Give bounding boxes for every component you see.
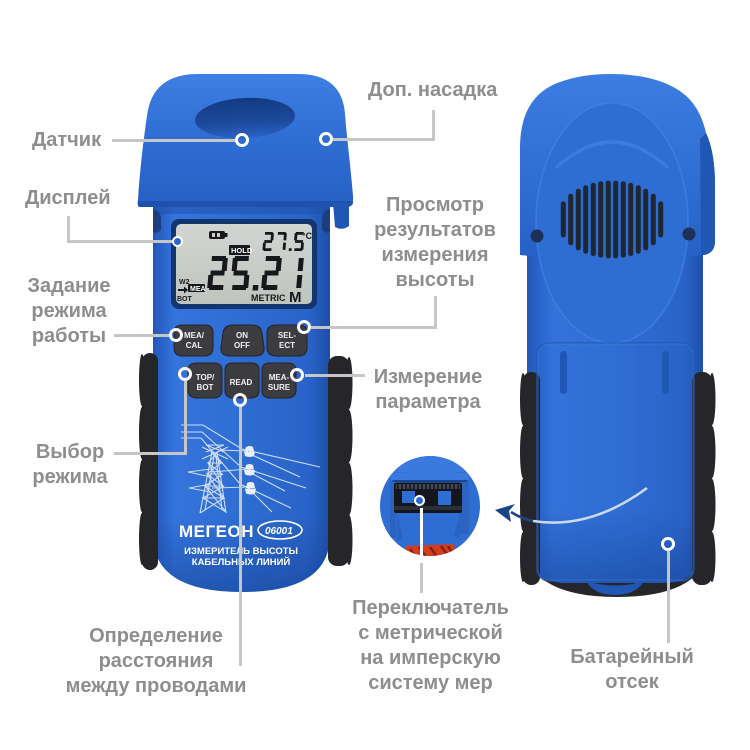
- svg-text:METRIC: METRIC: [251, 293, 286, 303]
- svg-text:W2: W2: [179, 279, 190, 286]
- svg-text:CAL: CAL: [186, 341, 203, 350]
- svg-text:TOP/: TOP/: [196, 373, 215, 382]
- svg-text:МЕГЕОН: МЕГЕОН: [179, 522, 254, 541]
- svg-text:HOLD: HOLD: [231, 246, 253, 255]
- svg-text:MEA: MEA: [190, 286, 206, 293]
- svg-text:ECT: ECT: [279, 341, 295, 350]
- svg-text:OFF: OFF: [234, 341, 250, 350]
- svg-text:ON: ON: [236, 331, 248, 340]
- svg-text:SEL-: SEL-: [278, 331, 297, 340]
- svg-text:READ: READ: [230, 378, 253, 387]
- svg-text:SURE: SURE: [268, 383, 291, 392]
- svg-text:MEA/: MEA/: [184, 331, 205, 340]
- svg-text:MEA-: MEA-: [269, 373, 290, 382]
- svg-text:M: M: [289, 289, 302, 306]
- svg-text:°C: °C: [302, 231, 313, 241]
- svg-text:06001: 06001: [265, 526, 293, 537]
- svg-text:BOT: BOT: [177, 296, 193, 303]
- svg-text:BOT: BOT: [197, 383, 214, 392]
